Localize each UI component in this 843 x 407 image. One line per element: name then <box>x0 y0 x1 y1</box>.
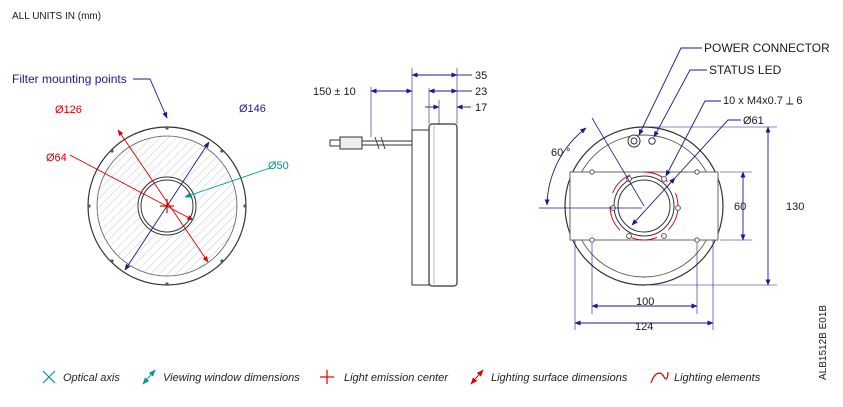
dim-line-64 <box>69 154 194 221</box>
status-led-label: STATUS LED <box>709 63 782 77</box>
part-number: ALB1512B E01B <box>818 305 829 380</box>
filter-mounting-points <box>87 126 247 286</box>
legend-lighting-surface: Lighting surface dimensions <box>491 372 628 384</box>
lighting-elements-icon <box>650 371 669 384</box>
side-view: 150 ± 10 35 23 17 <box>313 68 487 287</box>
viewing-window-icon <box>142 369 156 385</box>
dim-60-label: 60 <box>734 201 746 213</box>
legend-emission-center: Light emission center <box>344 372 449 384</box>
dim-35-label: 35 <box>475 70 487 82</box>
dim-cable-label: 150 ± 10 <box>313 86 356 98</box>
cable-connector <box>339 136 363 150</box>
dim-17-label: 17 <box>475 102 487 114</box>
dim-64-label: Ø64 <box>46 152 67 164</box>
angle-label: 60 ° <box>551 147 571 159</box>
status-led <box>648 137 656 145</box>
filter-leader <box>133 78 168 119</box>
dim-23-label: 23 <box>475 86 487 98</box>
power-connector-label: POWER CONNECTOR <box>704 41 830 55</box>
dim-line-126 <box>117 129 209 263</box>
dim-130-label: 130 <box>786 201 804 213</box>
dim-line-50 <box>184 167 271 198</box>
front-view: Filter mounting points Ø146 Ø126 Ø64 Ø50 <box>12 72 289 286</box>
mount-holes-label: 10 x M4x0.7 ⟂ 6 <box>723 95 803 107</box>
optical-axis-icon <box>42 370 56 384</box>
dim-126-label: Ø126 <box>55 104 82 116</box>
legend-viewing-window: Viewing window dimensions <box>163 372 300 384</box>
dim-146-label: Ø146 <box>239 103 266 115</box>
filter-mounting-label: Filter mounting points <box>12 72 127 86</box>
side-body-front <box>428 123 458 287</box>
dim-100-label: 100 <box>636 296 654 308</box>
units-note: ALL UNITS IN (mm) <box>12 11 101 22</box>
dim-124-label: 124 <box>635 321 653 333</box>
mounting-holes <box>589 169 700 243</box>
dim-50-label: Ø50 <box>268 160 289 172</box>
legend-optical-axis: Optical axis <box>63 372 120 384</box>
rear-view: POWER CONNECTOR STATUS LED 10 x M4x0.7 ⟂… <box>539 41 830 333</box>
lighting-surface-icon <box>470 369 484 385</box>
legend: Optical axis Viewing window dimensions L… <box>42 369 761 385</box>
legend-lighting-elements: Lighting elements <box>674 372 761 384</box>
side-body-back <box>411 129 430 286</box>
emission-center-icon <box>320 370 334 384</box>
dim-61-label: Ø61 <box>743 115 764 127</box>
